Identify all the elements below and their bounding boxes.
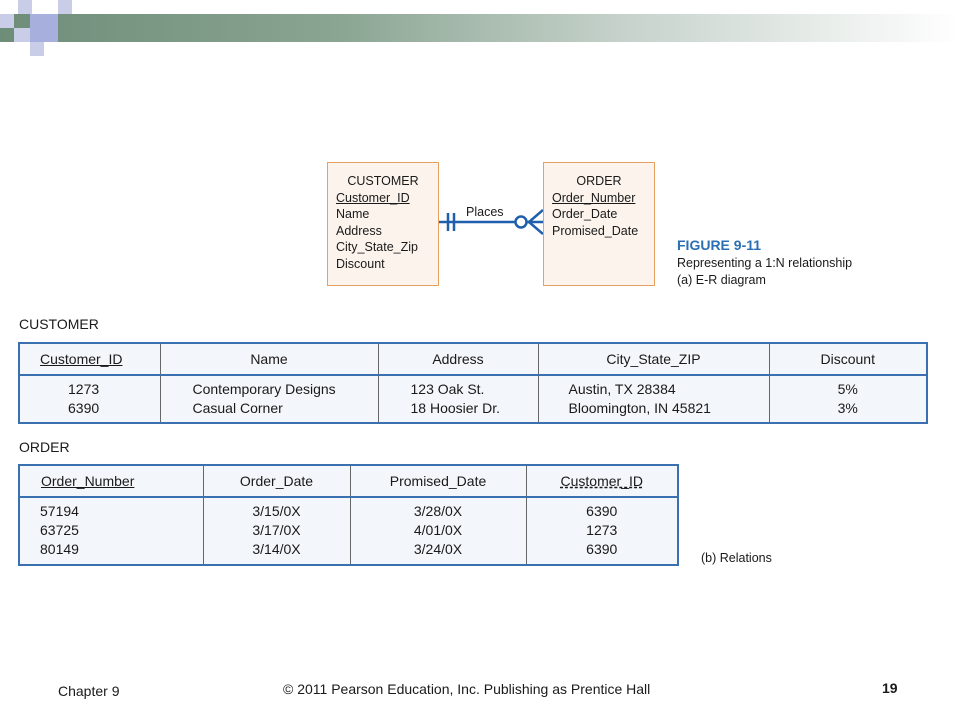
header-decor-square <box>0 14 14 28</box>
order-entity-title: ORDER <box>576 174 622 188</box>
column-header: Discount <box>769 343 927 376</box>
header-decor-square <box>14 28 30 42</box>
customer-entity-attr: Address <box>336 223 382 238</box>
order-entity-attr: Promised_Date <box>552 223 639 238</box>
customer-entity-attr: Name <box>336 207 370 221</box>
customer-entity-key: Customer_ID <box>336 190 410 205</box>
footer-chapter: Chapter 9 <box>58 683 120 699</box>
customer-table: Customer_ID Name Address City_State_ZIP … <box>18 342 928 424</box>
order-table: Order_Number Order_Date Promised_Date Cu… <box>18 464 679 566</box>
order-entity: ORDER Order_Number Order_Date Promised_D… <box>543 162 655 286</box>
header-decor-square <box>30 14 58 42</box>
header-decor-square <box>18 0 32 14</box>
order-table-name: ORDER <box>19 439 70 455</box>
footer-copyright: © 2011 Pearson Education, Inc. Publishin… <box>283 681 651 697</box>
order-entity-attr: Order_Date <box>552 207 618 221</box>
column-header: Name <box>160 343 379 376</box>
customer-entity-attr: City_State_Zip <box>336 240 418 254</box>
customer-entity-title: CUSTOMER <box>347 174 419 188</box>
figure-caption: Representing a 1:N relationship <box>677 256 853 270</box>
column-header: Customer_ID <box>19 343 161 376</box>
relationship-connector <box>439 209 543 235</box>
table-cell: 5%3% <box>837 381 858 416</box>
customer-entity: CUSTOMER Customer_ID Name Address City_S… <box>327 162 439 286</box>
column-header: City_State_ZIP <box>538 343 770 376</box>
table-cell: 123 Oak St.18 Hoosier Dr. <box>378 375 539 423</box>
column-header: Customer_ID <box>526 465 678 498</box>
column-header: Promised_Date <box>350 465 527 498</box>
relationship-label: Places <box>466 205 504 219</box>
column-header: Order_Number <box>19 465 204 498</box>
order-entity-key: Order_Number <box>552 190 636 205</box>
relations-caption: (b) Relations <box>701 551 772 565</box>
customer-table-name: CUSTOMER <box>19 316 99 332</box>
footer-page-number: 19 <box>882 680 898 696</box>
column-header: Address <box>378 343 539 376</box>
header-decor-square <box>30 42 44 56</box>
header-decor-square <box>58 0 72 14</box>
customer-entity-attr: Discount <box>336 256 385 271</box>
figure-subcaption: (a) E-R diagram <box>677 273 766 287</box>
column-header: Order_Date <box>203 465 351 498</box>
figure-number: FIGURE 9-11 <box>677 237 762 253</box>
header-gradient-bar <box>0 14 960 42</box>
